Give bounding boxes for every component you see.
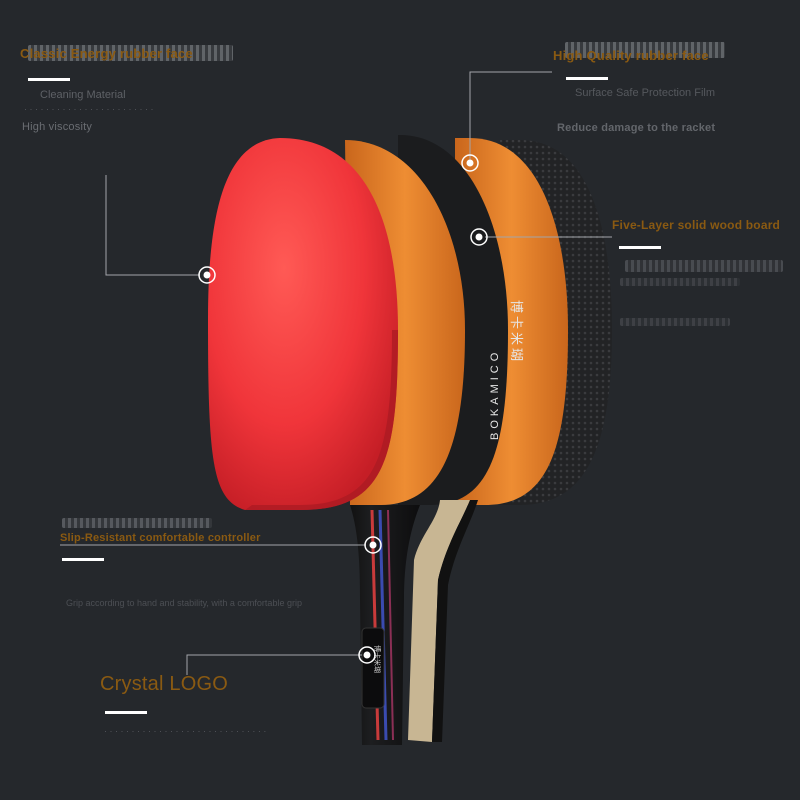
- title-underline: [62, 558, 104, 561]
- blurred-text: [620, 278, 740, 286]
- title-underline: [619, 246, 661, 249]
- classic-subtext: Cleaning Material: [40, 89, 126, 101]
- blade-chinese-text: 博卡米瑚: [508, 300, 523, 364]
- classic-faint-text: · · · · · · · · · · · · · · · · · · · · …: [24, 104, 154, 114]
- high-quality-damage-text: Reduce damage to the racket: [557, 122, 716, 134]
- title-underline: [28, 78, 70, 81]
- title-underline: [566, 77, 608, 80]
- red-rubber-face: [208, 138, 398, 510]
- hotspot-ring-icon[interactable]: [461, 154, 479, 172]
- brand-text: BOKAMICO: [489, 349, 501, 440]
- hotspot-ring-icon[interactable]: [364, 536, 382, 554]
- blurred-text: [625, 260, 783, 272]
- blade-brand-text: BOKAMICO: [489, 349, 501, 440]
- blurred-heading: [28, 45, 233, 61]
- hotspot-ring-icon[interactable]: [358, 646, 376, 664]
- hotspot-ring-icon[interactable]: [198, 266, 216, 284]
- five-layer-title: Five-Layer solid wood board: [612, 218, 781, 232]
- crystal-faint-text: · · · · · · · · · · · · · · · · · · · · …: [104, 726, 267, 736]
- slip-resistant-subtext: Grip according to hand and stability, wi…: [66, 598, 302, 608]
- classic-viscosity-text: High viscosity: [22, 121, 93, 133]
- blurred-text: [620, 318, 730, 326]
- crystal-logo-title: Crystal LOGO: [100, 673, 228, 695]
- rear-handle: [408, 500, 470, 742]
- handle-logo-plate: [361, 627, 385, 709]
- leader-line-high-quality: [469, 71, 552, 160]
- handle-logo-text: 博卡米瑚: [373, 645, 382, 673]
- chinese-brand-text: 博卡米瑚: [508, 300, 523, 364]
- title-underline: [105, 711, 147, 714]
- slip-resistant-title: Slip-Resistant comfortable controller: [60, 532, 261, 544]
- classic-rubber-title: Classic Energy rubber face: [20, 46, 193, 61]
- leader-line-crystal: [186, 654, 362, 675]
- high-quality-title: High Quality rubber face: [553, 48, 709, 63]
- blurred-heading: [62, 518, 212, 528]
- high-quality-subtext: Surface Safe Protection Film: [575, 87, 716, 99]
- hotspot-ring-icon[interactable]: [470, 228, 488, 246]
- leader-line-classic: [105, 175, 200, 276]
- blurred-heading: [565, 42, 725, 58]
